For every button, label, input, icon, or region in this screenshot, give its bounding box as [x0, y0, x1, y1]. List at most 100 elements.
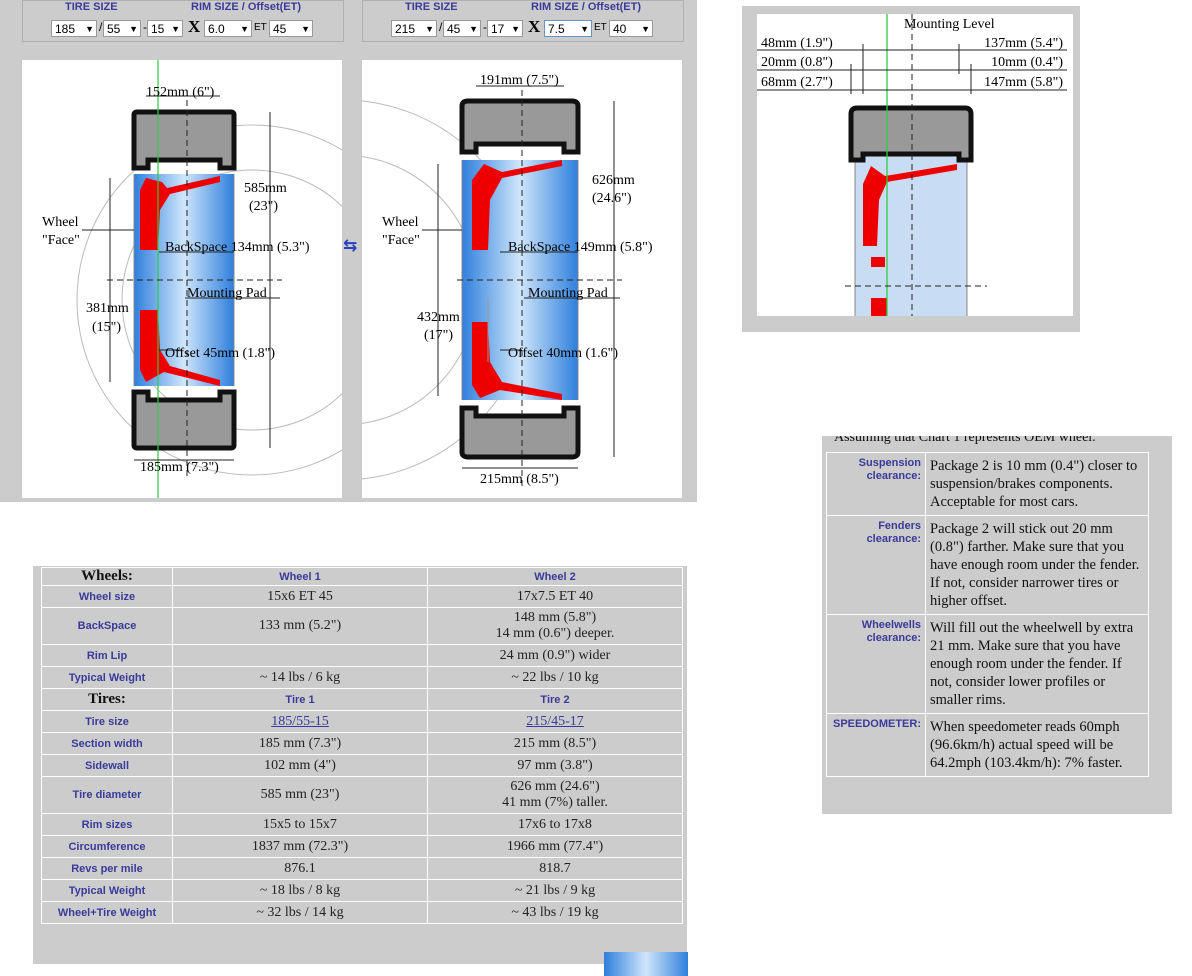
- table-row: Tire size 185/55-15 215/45-17: [41, 710, 683, 733]
- note-text: Will fill out the wheelwell by extra 21 …: [925, 614, 1149, 714]
- tires-header-row: Tires: Tire 1 Tire 2: [41, 688, 683, 711]
- rim-width-select[interactable]: 7.5▼: [544, 20, 592, 37]
- tire-aspect-select[interactable]: 55▼: [103, 20, 141, 37]
- rim-width-select[interactable]: 6.0▼: [204, 20, 252, 37]
- et-label: ET: [254, 22, 267, 33]
- value-col-2-value: 17x6 to 17x8: [518, 816, 592, 832]
- backspace-label: BackSpace 134mm (5.3"): [165, 240, 310, 255]
- value-col-1: ~ 14 lbs / 6 kg: [172, 666, 428, 689]
- wheel-face-label: Wheel: [382, 215, 419, 230]
- value-col-1: 133 mm (5.2"): [172, 607, 428, 645]
- rim-diameter-mm: 381mm: [86, 301, 129, 316]
- offset-select[interactable]: 40▼: [609, 20, 653, 37]
- value-col-1-value: 15x5 to 15x7: [263, 816, 337, 832]
- swap-icon[interactable]: ⇆: [343, 236, 358, 256]
- value-col-2-value: 97 mm (3.8"): [517, 757, 593, 773]
- value-col-2: 17x6 to 17x8: [427, 813, 683, 836]
- note-label: Fenders clearance:: [826, 515, 926, 615]
- tire-diameter-mm: 626mm: [592, 173, 635, 188]
- value-col-1: 185 mm (7.3"): [172, 732, 428, 755]
- value-col-1: 15x5 to 15x7: [172, 813, 428, 836]
- offset-select[interactable]: 45▼: [269, 20, 313, 37]
- separator: /: [99, 20, 103, 34]
- value-col-2: 148 mm (5.8")14 mm (0.6") deeper.: [427, 607, 683, 645]
- rim-diameter-in: (15"): [92, 320, 121, 335]
- value-col-1-value: 876.1: [284, 860, 316, 876]
- x-separator: X: [528, 17, 541, 36]
- value-col-2: ~ 43 lbs / 19 kg: [427, 901, 683, 924]
- mounting-level-title: Mounting Level: [904, 17, 995, 32]
- wheel1-column-header: Wheel 1: [172, 567, 428, 586]
- table-row: Rim sizes 15x5 to 15x7 17x6 to 17x8: [41, 813, 683, 836]
- value-col-1-value: 585 mm (23"): [260, 787, 340, 802]
- row-label: Revs per mile: [41, 857, 173, 880]
- tire-diameter-in: (23"): [249, 199, 278, 214]
- note-text: Package 2 is 10 mm (0.4") closer to susp…: [925, 452, 1149, 516]
- row-label: Typical Weight: [41, 879, 173, 902]
- note-text: Package 2 will stick out 20 mm (0.8") fa…: [925, 515, 1149, 615]
- et-label: ET: [594, 22, 607, 33]
- value-col-1-value: 185 mm (7.3"): [258, 735, 342, 751]
- value-col-1: ~ 32 lbs / 14 kg: [172, 901, 428, 924]
- rim-size-label: RIM SIZE / Offset(ET): [531, 1, 641, 13]
- wheel-face-label-2: "Face": [42, 233, 80, 248]
- value-col-2-value: 818.7: [539, 860, 571, 876]
- separator: -: [483, 20, 487, 34]
- left-measure-3: 68mm (2.7"): [761, 75, 833, 90]
- value-col-2: 24 mm (0.9") wider: [427, 644, 683, 667]
- tire-aspect-select[interactable]: 45▼: [443, 20, 481, 37]
- value-col-1-value: 102 mm (4"): [264, 757, 336, 773]
- table-row: Typical Weight~ 18 lbs / 8 kg~ 21 lbs / …: [41, 879, 683, 902]
- right-measure-1: 137mm (5.4"): [984, 36, 1063, 51]
- value-col-1: [172, 644, 428, 667]
- clearance-notes-panel: Assuming that Chart 1 represents OEM whe…: [822, 436, 1172, 814]
- mounting-pad-label: Mounting Pad: [187, 286, 267, 301]
- row-label: Rim sizes: [41, 813, 173, 836]
- table-row: Typical Weight~ 14 lbs / 6 kg~ 22 lbs / …: [41, 666, 683, 689]
- value-col-1[interactable]: 185/55-15: [172, 710, 428, 733]
- left-measure-1: 48mm (1.9"): [761, 36, 833, 51]
- tire-diameter-select[interactable]: 15▼: [147, 20, 183, 37]
- wheel-diagram-1: 152mm (6") 585mm (23") Wheel "Face" Back…: [22, 60, 342, 498]
- value-col-2[interactable]: 215/45-17: [427, 710, 683, 733]
- top-width-label: 152mm (6"): [146, 85, 215, 100]
- value-col-1: 102 mm (4"): [172, 754, 428, 777]
- rim-size-label: RIM SIZE / Offset(ET): [191, 1, 301, 13]
- tire-width-select[interactable]: 185▼: [51, 20, 97, 37]
- value-col-2-value[interactable]: 215/45-17: [526, 713, 584, 729]
- wheel2-column-header: Wheel 2: [427, 567, 683, 586]
- value-col-2-value: ~ 22 lbs / 10 kg: [511, 669, 599, 685]
- tire-size-label: TIRE SIZE: [405, 1, 458, 13]
- table-row: Revs per mile 876.1 818.7: [41, 857, 683, 880]
- x-separator: X: [188, 17, 201, 36]
- note-text: When speedometer reads 60mph (96.6km/h) …: [925, 713, 1149, 777]
- tire-diameter-in: (24.6"): [592, 191, 632, 206]
- tire-size-label: TIRE SIZE: [65, 1, 118, 13]
- tires-section-title: Tires:: [41, 688, 173, 711]
- value-col-1-value[interactable]: 185/55-15: [271, 713, 329, 729]
- value-col-1: ~ 18 lbs / 8 kg: [172, 879, 428, 902]
- wheel-face-label-2: "Face": [382, 233, 420, 248]
- wheel-diagram-2: 191mm (7.5") 626mm (24.6") Wheel "Face" …: [362, 60, 682, 498]
- separator: /: [439, 20, 443, 34]
- row-label: BackSpace: [41, 607, 173, 645]
- top-width-label: 191mm (7.5"): [480, 73, 559, 88]
- row-label: Tire size: [41, 710, 173, 733]
- note-label: SPEEDOMETER:: [826, 713, 926, 777]
- tire-width-select[interactable]: 215▼: [391, 20, 437, 37]
- row-label: Rim Lip: [41, 644, 173, 667]
- value-col-1: 585 mm (23"): [172, 776, 428, 814]
- notes-clipped-header: Assuming that Chart 1 represents OEM whe…: [834, 436, 1096, 445]
- tire-diameter-select[interactable]: 17▼: [487, 20, 523, 37]
- note-label: Suspension clearance:: [826, 452, 926, 516]
- value-col-1-value: ~ 18 lbs / 8 kg: [259, 882, 341, 898]
- value-col-2-value: 626 mm (24.6"): [510, 779, 600, 794]
- value-col-2: 17x7.5 ET 40: [427, 585, 683, 608]
- value-col-2-value: ~ 43 lbs / 19 kg: [511, 904, 599, 920]
- value-col-2-note: 41 mm (7%) taller.: [502, 795, 608, 810]
- row-label: Wheel size: [41, 585, 173, 608]
